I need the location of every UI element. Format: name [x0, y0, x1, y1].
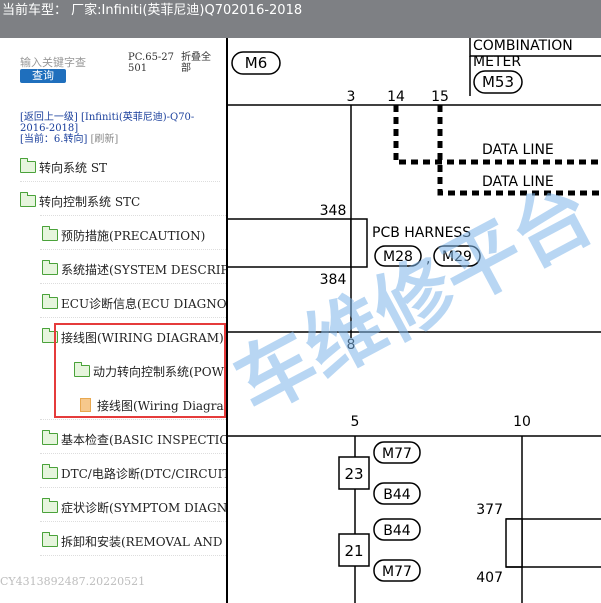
pin-21: 21	[344, 542, 363, 560]
connector-separator: ,	[426, 251, 430, 267]
tree-item-label: 转向控制系统 STC	[39, 195, 141, 209]
folder-icon	[42, 328, 58, 343]
divider	[40, 521, 226, 522]
collapse-all-link[interactable]: 折叠全部	[181, 52, 211, 74]
tree-item-removal-installation[interactable]: 拆卸和安装(REMOVAL AND INSTALLATION)	[42, 531, 226, 553]
search-button[interactable]: 查询	[20, 69, 66, 83]
footer-id: CY4313892487.20220521	[0, 575, 146, 588]
tree-item-label: 接线图(Wiring Diagram)	[97, 399, 226, 413]
pin-407: 407	[476, 570, 503, 586]
folder-icon	[42, 294, 58, 309]
tree-item-label: 接线图(WIRING DIAGRAM)	[61, 331, 224, 345]
folder-icon	[42, 226, 58, 241]
data-line-label-2: DATA LINE	[482, 174, 554, 190]
search-input[interactable]	[20, 54, 120, 70]
meter-title-2: METER	[473, 54, 521, 70]
pcb-harness-label: PCB HARNESS	[372, 225, 471, 241]
pin-377: 377	[476, 502, 503, 518]
divider	[40, 249, 226, 250]
connector-m6	[231, 51, 281, 75]
folder-icon	[42, 498, 58, 513]
refresh-link[interactable]: [刷新]	[90, 134, 119, 145]
pin-8: 8	[347, 337, 356, 353]
model-path-link[interactable]: [Infiniti(英菲尼迪)-Q70-2016-2018]	[20, 112, 195, 134]
tree-item-ecu-diagnosis[interactable]: ECU诊断信息(ECU DIAGNOSIS)	[42, 293, 226, 315]
divider	[40, 317, 226, 318]
tree-item-label: 动力转向控制系统(POWER STEERING)	[93, 365, 226, 379]
tree-item-precaution[interactable]: 预防措施(PRECAUTION)	[42, 225, 205, 247]
pin-14: 14	[387, 89, 405, 105]
tree-item-wiring-diagram-doc[interactable]: 接线图(Wiring Diagram)	[80, 395, 226, 417]
tree-item-label: 系统描述(SYSTEM DESCRIPTION)	[61, 263, 226, 277]
tree-item-wiring-diagram[interactable]: 接线图(WIRING DIAGRAM)	[42, 327, 224, 349]
divider	[20, 181, 220, 182]
vehicle-title: 当前车型： 厂家:Infiniti(英菲尼迪)Q702016-2018	[2, 3, 303, 18]
connector-m28: M28	[383, 249, 413, 265]
connector-m53-label: M53	[482, 73, 514, 91]
connector-b44-bottom: B44	[383, 523, 411, 539]
pin-10: 10	[513, 414, 531, 430]
pin-5: 5	[351, 414, 360, 430]
tree-item-steering-system[interactable]: 转向系统 ST	[20, 157, 107, 179]
connector-m53	[473, 70, 523, 94]
folder-icon	[42, 430, 58, 445]
tree-item-dtc-circuit[interactable]: DTC/电路诊断(DTC/CIRCUIT DIAGNOSIS)	[42, 463, 226, 485]
breadcrumb: [返回上一级] [Infiniti(英菲尼迪)-Q70-2016-2018] […	[20, 112, 220, 145]
divider	[40, 487, 226, 488]
folder-icon	[42, 464, 58, 479]
left-navigation-panel: 查询 PC.65-27501 折叠全部 [返回上一级] [Infiniti(英菲…	[0, 38, 226, 603]
divider	[40, 419, 226, 420]
tree-item-label: 预防措施(PRECAUTION)	[61, 229, 206, 243]
tree-item-steering-control[interactable]: 转向控制系统 STC	[20, 191, 140, 213]
pin-384: 384	[320, 272, 347, 288]
connector-b44-top: B44	[383, 487, 411, 503]
tree-item-label: 转向系统 ST	[39, 161, 108, 175]
tree-item-label: 基本检查(BASIC INSPECTION)	[61, 433, 226, 447]
pin-15: 15	[431, 89, 449, 105]
folder-icon	[74, 362, 90, 377]
document-icon	[80, 398, 91, 412]
meter-title-1: COMBINATION	[473, 38, 573, 54]
tree-item-system-description[interactable]: 系统描述(SYSTEM DESCRIPTION)	[42, 259, 226, 281]
data-line-label-1: DATA LINE	[482, 142, 554, 158]
folder-icon	[42, 260, 58, 275]
wiring-diagram-viewer[interactable]: M6 COMBINATION METER M53 3 14 15 DATA LI…	[226, 38, 601, 603]
folder-icon	[20, 158, 36, 173]
tree-item-label: ECU诊断信息(ECU DIAGNOSIS)	[61, 297, 226, 311]
tree-item-label: 拆卸和安装(REMOVAL AND INSTALLATION)	[61, 535, 226, 549]
tree-item-label: 症状诊断(SYMPTOM DIAGNOSIS)	[61, 501, 226, 515]
connector-m77-top: M77	[382, 446, 412, 462]
tree-item-power-steering[interactable]: 动力转向控制系统(POWER STEERING)	[74, 361, 226, 383]
connector-m6-label: M6	[245, 54, 268, 72]
divider	[40, 215, 226, 216]
tree-item-basic-inspection[interactable]: 基本检查(BASIC INSPECTION)	[42, 429, 226, 451]
divider	[40, 283, 226, 284]
divider	[40, 555, 226, 556]
pin-23: 23	[344, 465, 363, 483]
document-code: PC.65-27501	[128, 52, 175, 74]
wiring-diagram: M6 COMBINATION METER M53 3 14 15 DATA LI…	[226, 38, 601, 603]
divider	[40, 453, 226, 454]
back-link[interactable]: [返回上一级]	[20, 112, 78, 123]
connector-m77-bottom: M77	[382, 564, 412, 580]
folder-icon	[42, 532, 58, 547]
tree-item-symptom-diagnosis[interactable]: 症状诊断(SYMPTOM DIAGNOSIS)	[42, 497, 226, 519]
folder-icon	[20, 192, 36, 207]
window-title-bar: 当前车型： 厂家:Infiniti(英菲尼迪)Q702016-2018	[0, 0, 601, 38]
current-section: [当前：6.转向]	[20, 134, 88, 145]
pin-348: 348	[320, 203, 347, 219]
connector-m29: M29	[442, 249, 472, 265]
pin-3: 3	[347, 89, 356, 105]
tree-item-label: DTC/电路诊断(DTC/CIRCUIT DIAGNOSIS)	[61, 467, 226, 481]
